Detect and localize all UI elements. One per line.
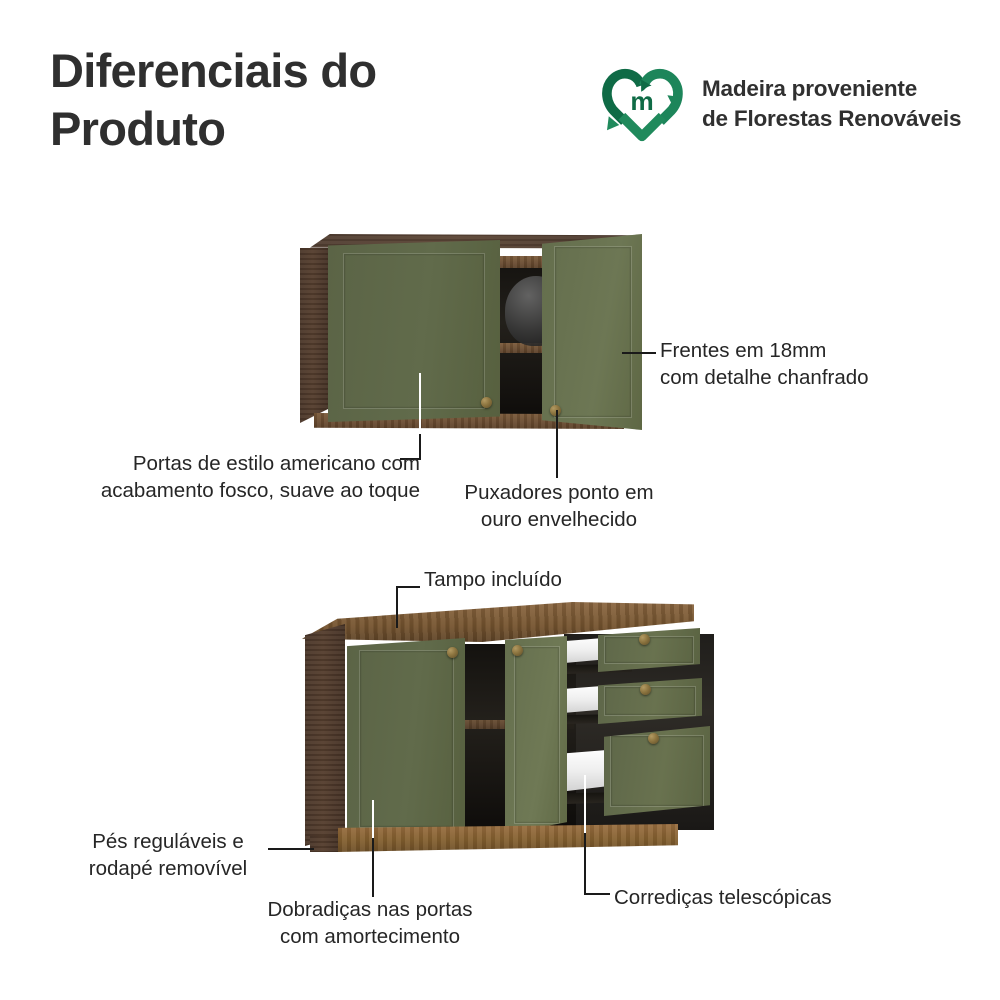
leader-dobradicas-vertical	[372, 835, 374, 897]
upper-cabinet-left-side	[300, 248, 328, 423]
callout-corredicas: Corrediças telescópicas	[614, 886, 832, 909]
callout-pes-rodape: Pés reguláveis e rodapé removível	[88, 830, 248, 881]
leader-tampo-vertical	[396, 586, 398, 628]
lower-cabinet-illustration	[292, 598, 720, 870]
door-knob[interactable]	[447, 647, 458, 658]
drawer-knob-2[interactable]	[640, 684, 651, 695]
certification-label: Madeira proveniente de Florestas Renováv…	[702, 76, 962, 131]
certification-badge: m Madeira proveniente de Florestas Renov…	[598, 62, 961, 146]
door-panel-detail	[343, 252, 485, 410]
door-knob[interactable]	[550, 405, 561, 416]
leader-corredicas-vertical	[584, 832, 586, 894]
upper-cabinet-illustration	[300, 228, 642, 433]
lower-cabinet-right-door-open[interactable]	[505, 636, 567, 834]
callout-portas-americano: Portas de estilo americano com acabament…	[100, 452, 420, 503]
leader-portas-vertical	[419, 373, 421, 458]
upper-cabinet-right-door-open[interactable]	[542, 234, 642, 430]
cabinet-foot-left	[310, 836, 338, 852]
svg-text:m: m	[630, 86, 653, 116]
drawer-panel-detail	[610, 735, 704, 807]
door-panel-detail	[554, 245, 632, 419]
callout-tampo: Tampo incluído	[424, 568, 562, 591]
drawer-front-1[interactable]	[598, 628, 700, 672]
leader-tampo-horizontal	[396, 586, 420, 588]
door-panel-detail	[513, 645, 561, 825]
callout-dobradicas: Dobradiças nas portas com amortecimento	[267, 898, 473, 949]
upper-cabinet-left-door[interactable]	[328, 240, 500, 422]
leader-frentes	[622, 352, 656, 354]
callout-puxadores: Puxadores ponto em ouro envelhecido	[464, 481, 654, 532]
leader-pes-horizontal	[268, 848, 314, 850]
leader-portas-horizontal	[400, 458, 421, 460]
heart-recycle-m-icon: m	[598, 62, 686, 146]
leader-corredicas-vertical-white	[584, 775, 586, 833]
door-knob[interactable]	[481, 397, 492, 408]
drawer-front-3[interactable]	[604, 726, 710, 816]
leader-corredicas-horizontal	[584, 893, 610, 895]
door-knob[interactable]	[512, 645, 523, 656]
leader-dobradicas-vertical-white	[372, 800, 374, 838]
drawer-knob-1[interactable]	[639, 634, 650, 645]
drawer-knob-3[interactable]	[648, 733, 659, 744]
lower-cabinet-left-door[interactable]	[347, 638, 465, 840]
leader-puxadores-vertical	[556, 410, 558, 478]
lower-cabinet-plinth	[338, 824, 678, 852]
callout-frentes: Frentes em 18mm com detalhe chanfrado	[660, 339, 869, 390]
drawer-front-2[interactable]	[598, 678, 702, 724]
lower-cabinet-left-side	[305, 624, 345, 846]
page-title: Diferenciais do Produto	[50, 44, 377, 155]
leader-portas-vertical-2	[419, 434, 421, 460]
